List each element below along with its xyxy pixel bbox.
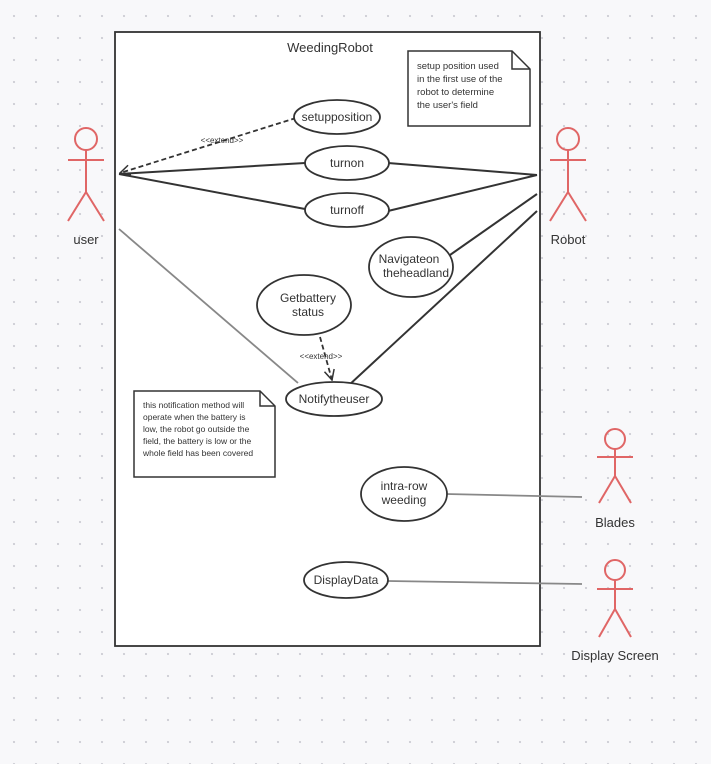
- system-title: WeedingRobot: [287, 40, 373, 55]
- association-notify-robot[interactable]: [347, 210, 538, 387]
- note-line: the user's field: [417, 100, 478, 111]
- actor-robot[interactable]: [549, 127, 587, 222]
- use-case-label: DisplayData: [314, 573, 379, 587]
- use-case-notify-user[interactable]: Notifytheuser: [285, 381, 383, 417]
- association-turnoff-user[interactable]: [118, 173, 306, 210]
- actor-display-screen[interactable]: [597, 559, 633, 638]
- note-line: robot to determine: [417, 87, 494, 98]
- note-setup-position[interactable]: setup position used in the first use of …: [407, 50, 531, 127]
- use-case-turnoff[interactable]: turnoff: [304, 192, 390, 228]
- association-turnoff-robot[interactable]: [387, 174, 538, 212]
- note-notification[interactable]: this notification method will operate wh…: [133, 390, 276, 478]
- extend-arrow-setup[interactable]: [120, 117, 297, 173]
- use-case-setupposition[interactable]: setupposition: [293, 99, 381, 135]
- use-case-label: theheadland: [383, 266, 449, 280]
- use-case-battery-status[interactable]: Getbattery status: [256, 274, 352, 336]
- note-line: field, the battery is low or the: [143, 436, 251, 446]
- use-case-navigate-headland[interactable]: Navigateon theheadland: [368, 236, 454, 298]
- actor-label-user: user: [73, 232, 99, 247]
- note-line: setup position used: [417, 61, 499, 72]
- use-case-intra-row-weeding[interactable]: intra-row weeding: [360, 466, 448, 522]
- actor-label-robot: Robot: [551, 232, 586, 247]
- use-case-label: turnoff: [330, 203, 364, 217]
- association-displaydata-screen[interactable]: [387, 580, 583, 585]
- note-line: in the first use of the: [417, 74, 503, 85]
- note-line: whole field has been covered: [142, 448, 253, 458]
- note-line: this notification method will: [143, 400, 244, 410]
- association-turnon-user[interactable]: [118, 162, 306, 175]
- association-intrarow-blades[interactable]: [445, 493, 583, 498]
- note-line: low, the robot go outside the: [143, 424, 250, 434]
- note-line: operate when the battery is: [143, 412, 246, 422]
- use-case-label: setupposition: [302, 110, 373, 124]
- use-case-turnon[interactable]: turnon: [304, 145, 390, 181]
- actor-label-blades: Blades: [595, 515, 635, 530]
- use-case-label: status: [292, 305, 324, 319]
- use-case-label: Navigateon: [379, 252, 440, 266]
- association-turnon-robot[interactable]: [387, 162, 538, 176]
- use-case-label: weeding: [381, 493, 427, 507]
- actor-user[interactable]: [67, 127, 105, 222]
- extend-label-setup: <<extend>>: [201, 136, 244, 145]
- actor-blades[interactable]: [597, 428, 633, 504]
- use-case-label: intra-row: [381, 479, 428, 493]
- actor-label-display-screen: Display Screen: [571, 648, 658, 663]
- use-case-display-data[interactable]: DisplayData: [303, 561, 389, 599]
- use-case-label: Notifytheuser: [299, 392, 370, 406]
- association-navigate-robot[interactable]: [449, 193, 538, 256]
- extend-label-battery: <<extend>>: [300, 352, 343, 361]
- use-case-label: Getbattery: [280, 291, 336, 305]
- use-case-label: turnon: [330, 156, 364, 170]
- association-notify-user[interactable]: [118, 228, 299, 384]
